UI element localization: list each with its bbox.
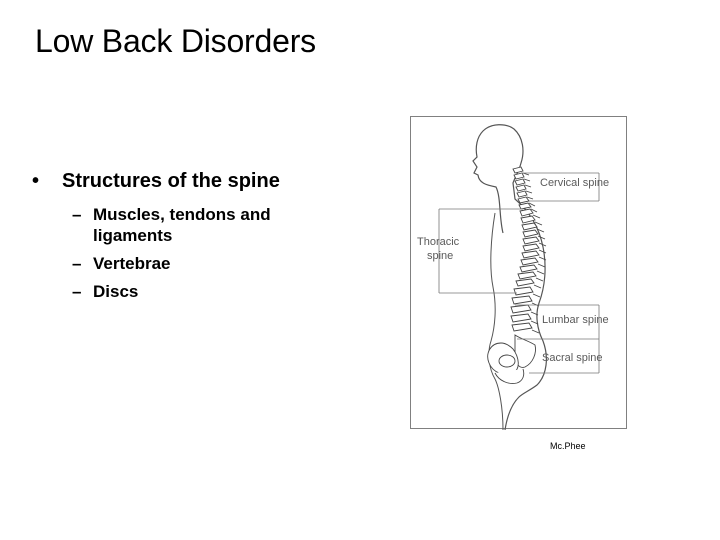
sacral-spine-label: Sacral spine: [542, 352, 603, 364]
thoracic-spine-label-line1: Thoracic: [417, 236, 460, 248]
bullet-text: Structures of the spine: [62, 170, 280, 192]
sub-bullet-list: – Muscles, tendons and ligaments – Verte…: [72, 204, 332, 309]
sub-bullet-item: – Discs: [72, 281, 332, 302]
spinous-processes: [522, 172, 547, 334]
body-silhouette: [472, 124, 547, 430]
sub-bullet-item: – Vertebrae: [72, 253, 332, 274]
dash-marker: –: [72, 254, 82, 273]
dash-marker: –: [72, 282, 82, 301]
cervical-spine-label: Cervical spine: [540, 177, 610, 189]
vertebral-column: [510, 166, 540, 332]
thoracic-spine-label-line2: spine: [427, 250, 454, 262]
sub-bullet-text: Muscles, tendons and ligaments: [93, 205, 271, 245]
lumbar-spine-label: Lumbar spine: [542, 314, 609, 326]
spine-diagram-graphic: [438, 124, 600, 430]
label-leader-lines: [438, 172, 600, 374]
sub-bullet-text: Vertebrae: [93, 254, 171, 273]
dash-marker: –: [72, 205, 82, 224]
sub-bullet-text: Discs: [93, 282, 139, 301]
body-front-line: [488, 212, 504, 430]
pelvis: [487, 334, 536, 384]
bullet-list: • Structures of the spine – Muscles, ten…: [30, 168, 390, 301]
sub-bullet-item: – Muscles, tendons and ligaments: [72, 204, 332, 246]
slide-title: Low Back Disorders: [35, 23, 316, 59]
figure-credit: Mc.Phee: [550, 441, 586, 451]
bullet-marker: •: [32, 170, 40, 192]
spine-diagram: Cervical spine Thoracic spine Lumbar spi…: [410, 116, 627, 430]
bullet-item: • Structures of the spine: [30, 168, 390, 194]
